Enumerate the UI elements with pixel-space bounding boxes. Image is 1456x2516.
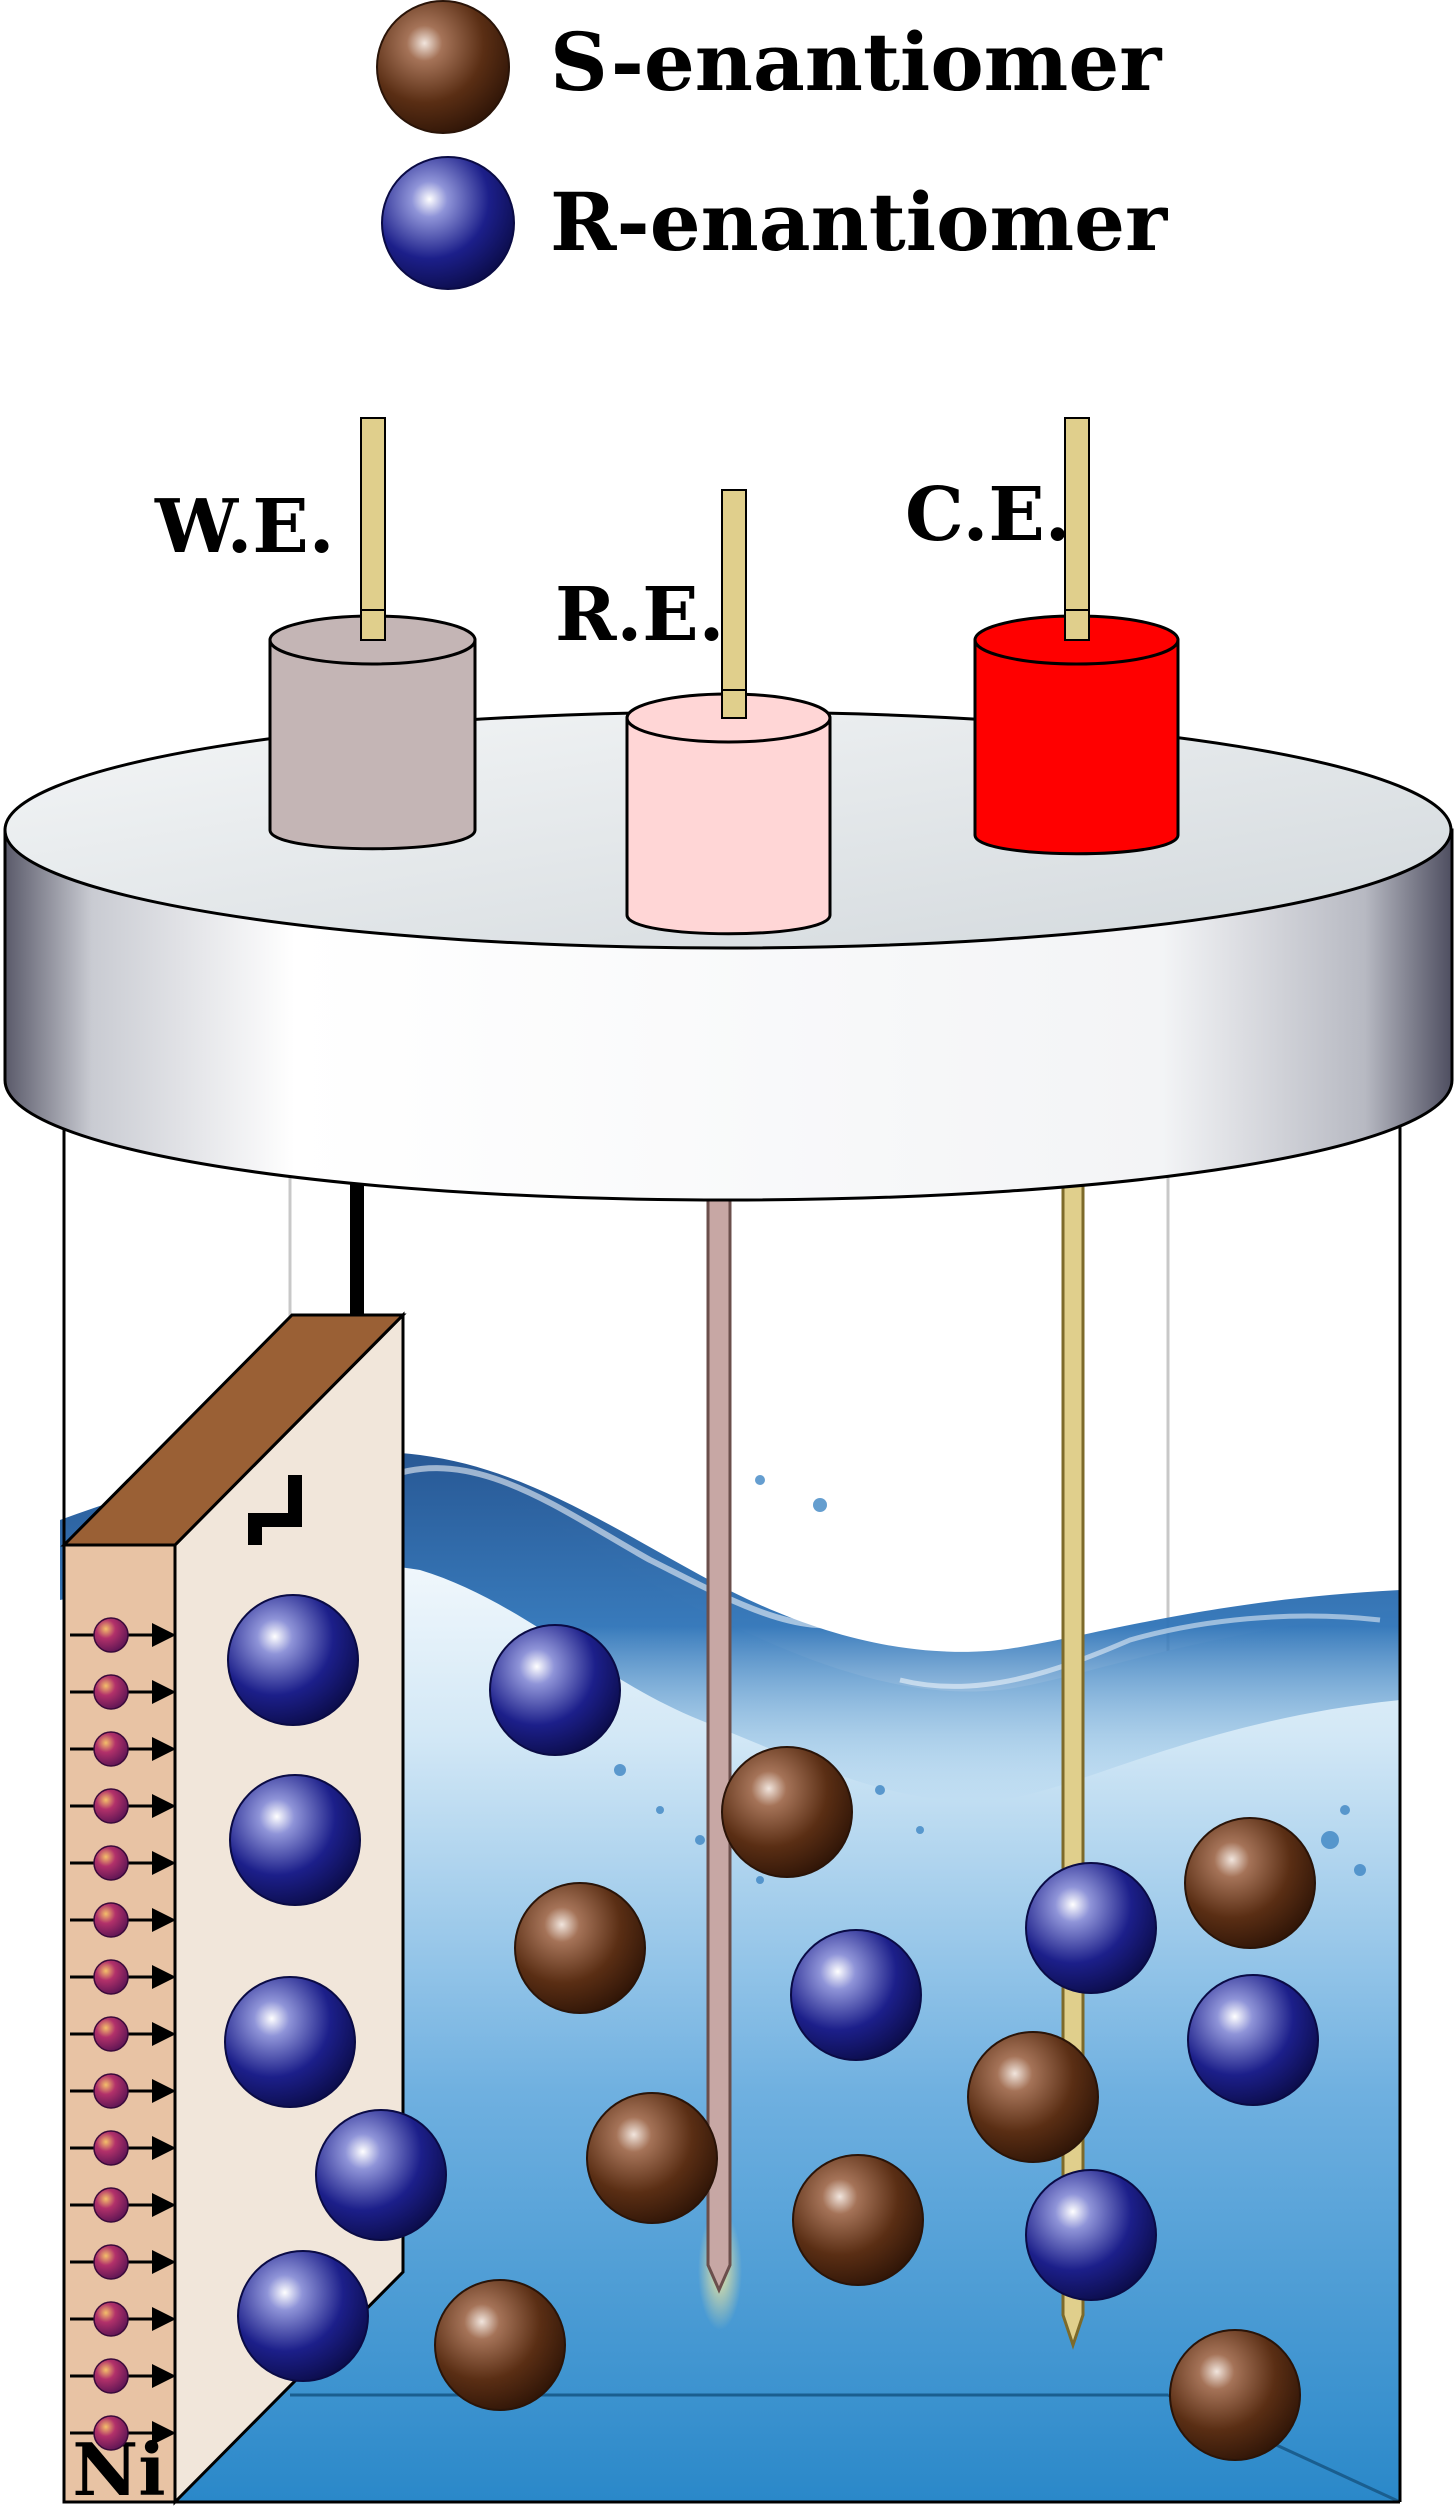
s-enantiomer-sphere <box>586 2092 718 2224</box>
legend-item-s-enantiomer: S-enantiomer <box>376 0 1162 134</box>
s-enantiomer-sphere-icon <box>376 0 510 134</box>
adsorbed-molecule <box>93 2130 129 2166</box>
legend-label-s-enantiomer: S-enantiomer <box>550 15 1162 109</box>
legend: S-enantiomer R-enantiomer <box>376 0 1168 290</box>
surface-molecule <box>70 1731 176 1767</box>
surface-molecule <box>70 2301 176 2337</box>
s-enantiomer-sphere <box>1169 2329 1301 2461</box>
r-enantiomer-sphere <box>489 1624 621 1756</box>
surface-molecule <box>70 1788 176 1824</box>
reference-electrode-label: R.E. <box>555 572 724 658</box>
r-enantiomer-sphere <box>227 1594 359 1726</box>
adsorbed-molecule <box>93 1674 129 1710</box>
enantiomer-spheres <box>224 1594 1319 2461</box>
surface-molecule <box>70 2415 176 2451</box>
adsorbed-molecule <box>93 2187 129 2223</box>
adsorbed-molecule <box>93 2358 129 2394</box>
s-enantiomer-sphere <box>721 1746 853 1878</box>
surface-molecule <box>70 2016 176 2052</box>
legend-item-r-enantiomer: R-enantiomer <box>381 156 1168 290</box>
surface-molecule <box>70 2073 176 2109</box>
s-enantiomer-sphere <box>434 2279 566 2411</box>
adsorbed-molecule <box>93 1617 129 1653</box>
r-enantiomer-sphere <box>1025 1862 1157 1994</box>
adsorbed-molecule <box>93 1731 129 1767</box>
legend-label-r-enantiomer: R-enantiomer <box>550 175 1168 269</box>
counter-electrode-label: C.E. <box>905 472 1071 558</box>
surface-molecule <box>70 1959 176 1995</box>
s-enantiomer-sphere <box>1184 1817 1316 1949</box>
adsorbed-molecule <box>93 2301 129 2337</box>
counter-electrode: C.E. <box>905 417 1180 856</box>
adsorbed-molecule <box>93 2415 129 2451</box>
r-enantiomer-sphere <box>1187 1974 1319 2106</box>
adsorbed-molecule <box>93 1845 129 1881</box>
surface-molecule <box>70 1845 176 1881</box>
s-enantiomer-sphere <box>792 2154 924 2286</box>
adsorbed-molecule <box>93 2244 129 2280</box>
r-enantiomer-sphere <box>229 1774 361 1906</box>
working-electrode: W.E. <box>154 417 477 851</box>
r-enantiomer-sphere-icon <box>381 156 515 290</box>
adsorbed-molecule <box>93 1902 129 1938</box>
reference-electrode: R.E. <box>555 489 832 936</box>
surface-molecule <box>70 2130 176 2166</box>
surface-molecule <box>70 1674 176 1710</box>
r-enantiomer-sphere <box>224 1976 356 2108</box>
adsorbed-molecule <box>93 1959 129 1995</box>
surface-molecule <box>70 2187 176 2223</box>
working-electrode-label: W.E. <box>154 484 335 570</box>
r-enantiomer-sphere <box>1025 2169 1157 2301</box>
s-enantiomer-sphere <box>514 1882 646 2014</box>
reference-electrode-rod <box>698 1178 742 2330</box>
r-enantiomer-sphere <box>790 1929 922 2061</box>
surface-molecule <box>70 1902 176 1938</box>
r-enantiomer-sphere <box>315 2109 447 2241</box>
adsorbed-molecule <box>93 2016 129 2052</box>
surface-molecules <box>70 1617 176 2451</box>
adsorbed-molecule <box>93 2073 129 2109</box>
surface-molecule <box>70 1617 176 1653</box>
surface-molecule <box>70 2358 176 2394</box>
surface-molecule <box>70 2244 176 2280</box>
r-enantiomer-sphere <box>237 2250 369 2382</box>
bubbles <box>586 1475 1366 1884</box>
s-enantiomer-sphere <box>967 2031 1099 2163</box>
adsorbed-molecule <box>93 1788 129 1824</box>
